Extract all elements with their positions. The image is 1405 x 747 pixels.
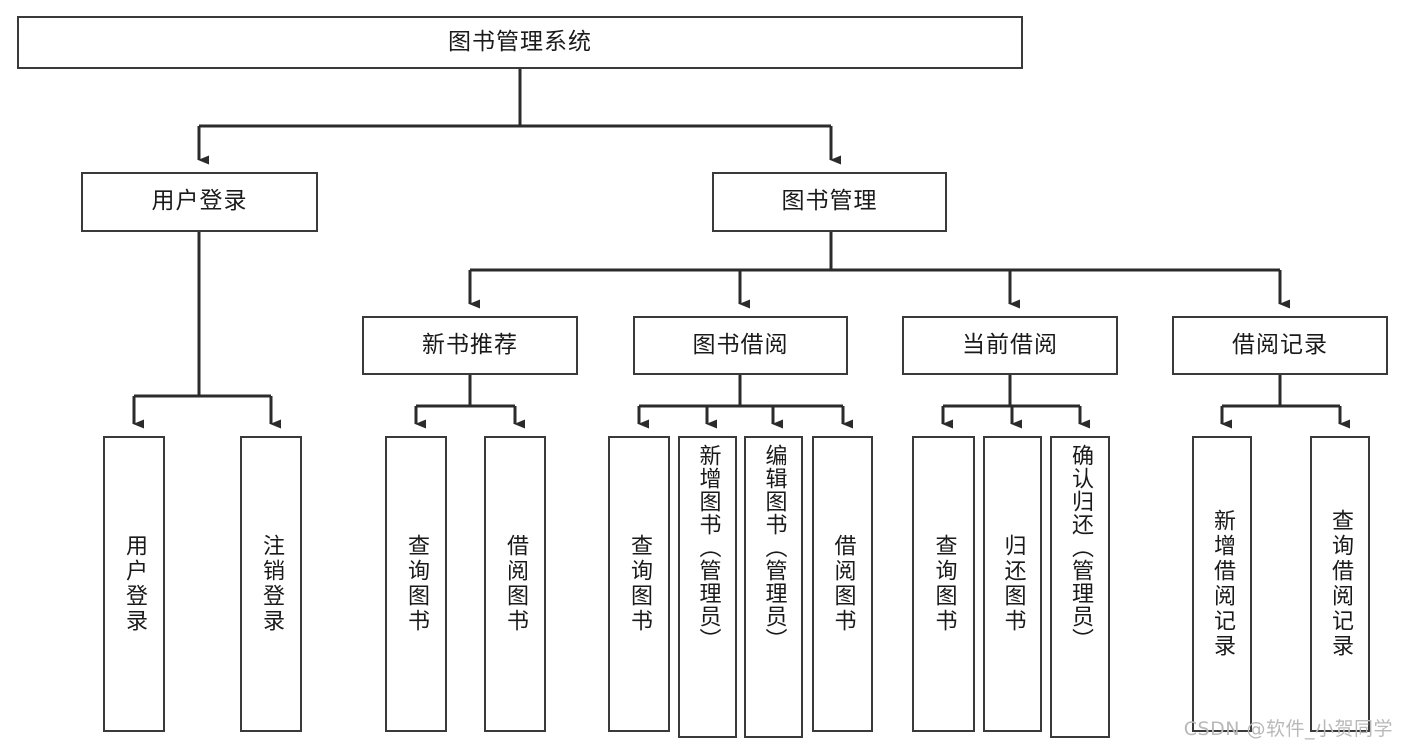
leaf-edit-book-label: 编辑图书（管理员） <box>761 444 787 651</box>
node-book-borrow-label: 图书借阅 <box>692 331 789 358</box>
leaf-borrow-book-label: 借阅图书 <box>830 534 856 634</box>
leaf-return-book-label: 归还图书 <box>1000 534 1026 634</box>
leaf-query-record[interactable]: 查询借阅记录 <box>1310 436 1370 732</box>
leaf-borrow-book-rec[interactable]: 借阅图书 <box>484 436 546 732</box>
leaf-confirm-return-label: 确认归还（管理员） <box>1067 444 1093 651</box>
leaf-user-login-label: 用户登录 <box>121 534 147 634</box>
leaf-add-book-label: 新增图书（管理员） <box>695 444 721 651</box>
leaf-add-book[interactable]: 新增图书（管理员） <box>678 436 737 738</box>
node-book-management-label: 图书管理 <box>781 188 878 215</box>
node-borrow-record-label: 借阅记录 <box>1232 331 1328 358</box>
node-current-borrow[interactable]: 当前借阅 <box>902 316 1118 375</box>
leaf-query-book-rec-label: 查询图书 <box>403 534 429 634</box>
leaf-query-book-borrow-label: 查询图书 <box>626 534 652 634</box>
leaf-query-book-current-label: 查询图书 <box>931 534 957 634</box>
node-book-management[interactable]: 图书管理 <box>712 172 947 232</box>
node-new-book-recommend-label: 新书推荐 <box>422 331 518 358</box>
csdn-watermark: CSDN @软件_小贺同学 <box>1183 718 1393 740</box>
leaf-user-login[interactable]: 用户登录 <box>103 436 165 732</box>
leaf-query-book-current[interactable]: 查询图书 <box>912 436 975 732</box>
leaf-logout[interactable]: 注销登录 <box>240 436 302 732</box>
node-root-label: 图书管理系统 <box>448 28 592 55</box>
leaf-borrow-book-rec-label: 借阅图书 <box>502 534 528 634</box>
node-book-borrow[interactable]: 图书借阅 <box>633 316 848 375</box>
leaf-logout-label: 注销登录 <box>258 534 284 634</box>
leaf-confirm-return[interactable]: 确认归还（管理员） <box>1050 436 1110 738</box>
leaf-query-book-borrow[interactable]: 查询图书 <box>608 436 670 732</box>
node-current-borrow-label: 当前借阅 <box>962 331 1058 358</box>
node-user-login-label: 用户登录 <box>151 188 248 215</box>
leaf-borrow-book[interactable]: 借阅图书 <box>812 436 873 732</box>
leaf-return-book[interactable]: 归还图书 <box>983 436 1042 732</box>
leaf-add-record-label: 新增借阅记录 <box>1209 509 1235 659</box>
leaf-add-record[interactable]: 新增借阅记录 <box>1192 436 1252 732</box>
node-user-login[interactable]: 用户登录 <box>81 172 318 232</box>
leaf-edit-book[interactable]: 编辑图书（管理员） <box>744 436 803 738</box>
node-new-book-recommend[interactable]: 新书推荐 <box>362 316 578 375</box>
node-root[interactable]: 图书管理系统 <box>17 16 1023 69</box>
leaf-query-record-label: 查询借阅记录 <box>1327 509 1353 659</box>
leaf-query-book-rec[interactable]: 查询图书 <box>385 436 447 732</box>
node-borrow-record[interactable]: 借阅记录 <box>1172 316 1388 375</box>
